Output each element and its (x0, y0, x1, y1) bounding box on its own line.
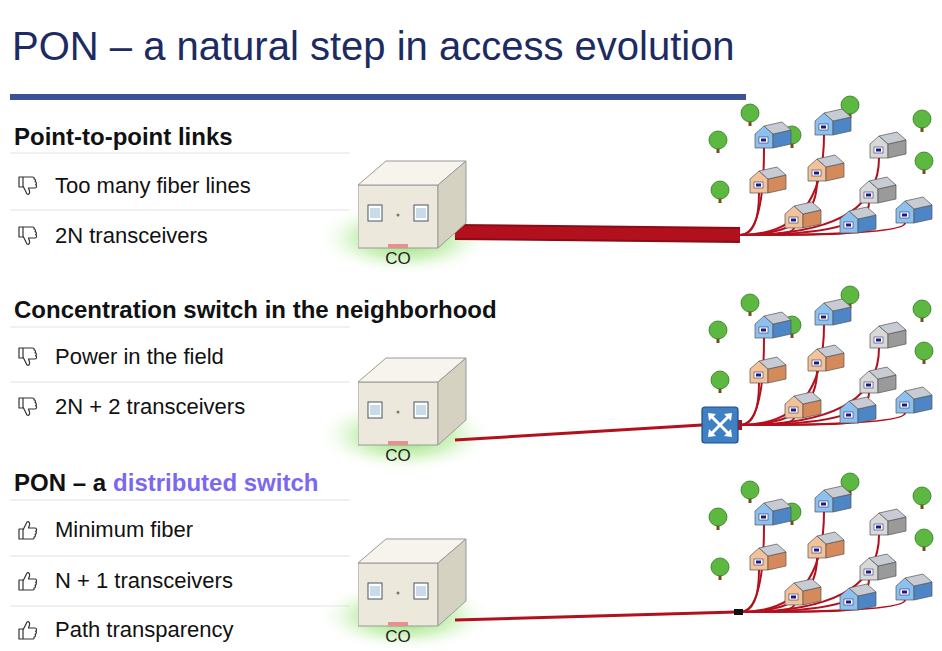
bullet-text: N + 1 transceivers (55, 567, 233, 595)
building-icon (358, 538, 468, 628)
bullet-text: 2N + 2 transceivers (55, 393, 245, 421)
switch-symbol (702, 407, 738, 443)
slide-title: PON – a natural step in access evolution (12, 22, 735, 70)
title-rule (10, 94, 746, 100)
fiber-trunks (455, 232, 742, 620)
thumb-icons (19, 177, 37, 639)
bullet-text: Power in the field (55, 343, 224, 371)
bullet-text: Path transparency (55, 616, 234, 644)
central-office: CO (358, 357, 468, 466)
building-icon (358, 160, 468, 250)
separator-lines (10, 153, 350, 606)
section-heading: Point-to-point links (14, 123, 233, 151)
central-office: CO (358, 160, 468, 269)
node-label: CO (358, 249, 438, 269)
node-label: CO (358, 627, 438, 647)
building-icon (358, 357, 468, 447)
bullet-text: Too many fiber lines (55, 172, 251, 200)
house-clusters (709, 96, 933, 612)
central-office: CO (358, 538, 468, 647)
co-glow (315, 200, 495, 651)
splitter-symbol (734, 609, 743, 615)
section-heading: Concentration switch in the neighborhood (14, 296, 497, 324)
bullet-text: Minimum fiber (55, 516, 193, 544)
node-label: CO (358, 446, 438, 466)
bullet-text: 2N transceivers (55, 222, 208, 250)
section-heading-highlight: distributed switch (113, 469, 318, 497)
section-heading: PON – a (14, 469, 106, 497)
